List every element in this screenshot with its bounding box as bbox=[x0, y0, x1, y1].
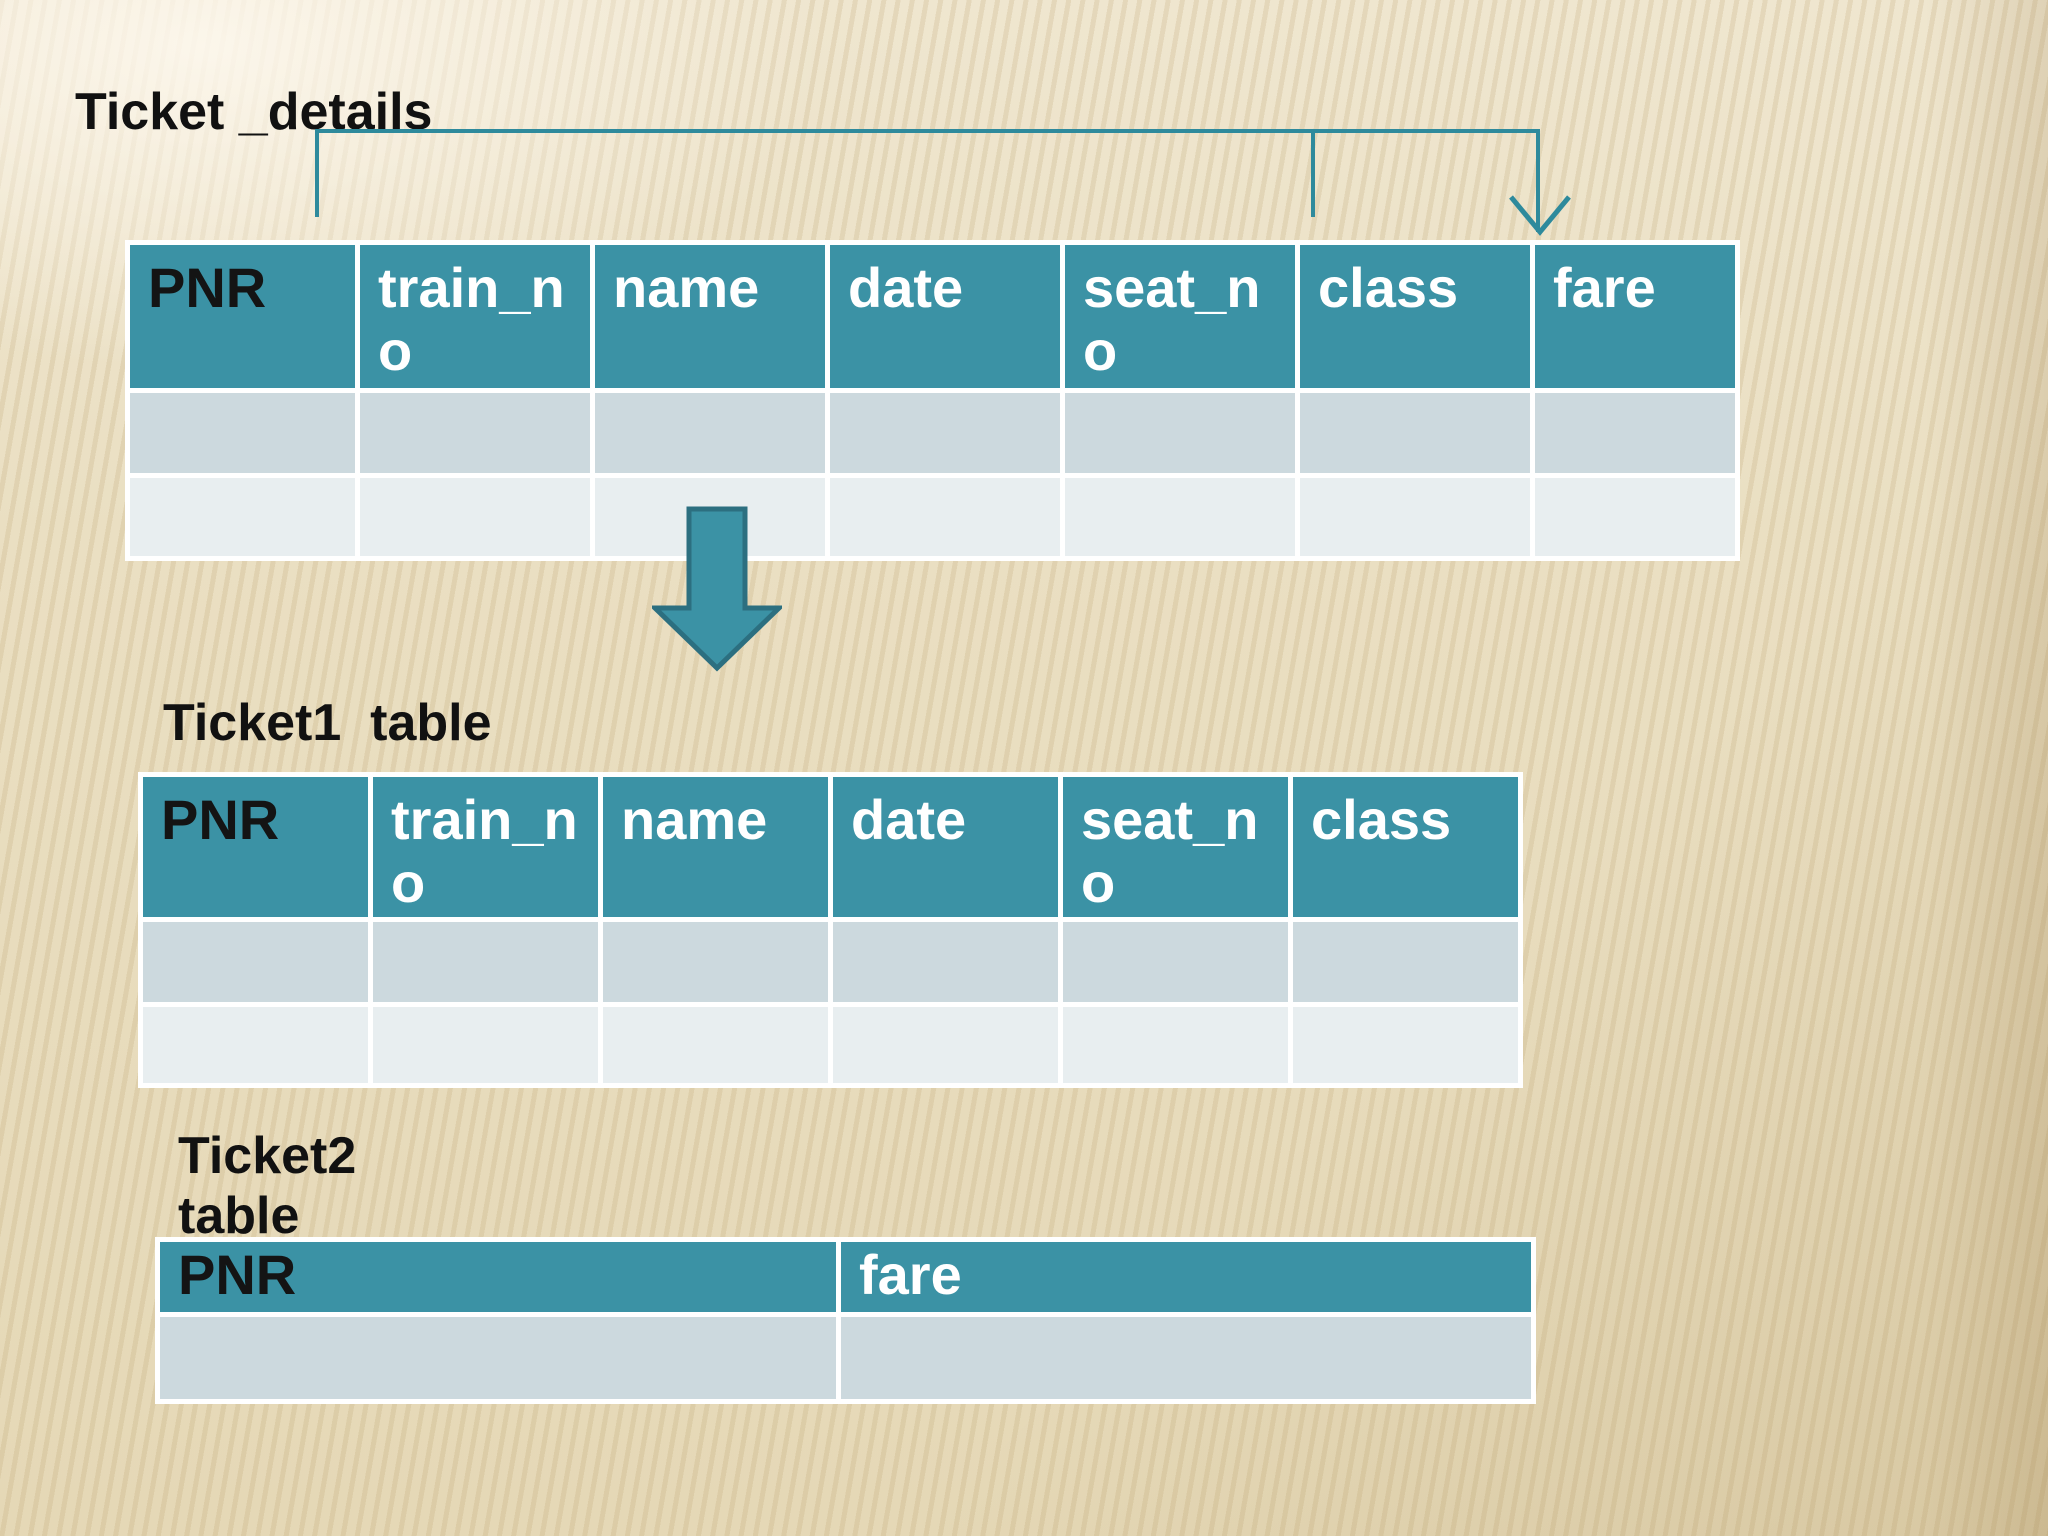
empty-cell bbox=[143, 922, 368, 1002]
empty-cell bbox=[830, 393, 1060, 473]
empty-cell bbox=[360, 478, 590, 556]
empty-cell bbox=[841, 1317, 1531, 1399]
header-cell-date: date bbox=[830, 245, 1060, 388]
empty-cell bbox=[1300, 478, 1530, 556]
empty-cell bbox=[603, 1007, 828, 1083]
header-cell-pnr: PNR bbox=[160, 1242, 836, 1312]
empty-cell bbox=[1293, 922, 1518, 1002]
ticket2-table: PNR fare bbox=[155, 1237, 1536, 1404]
header-cell-train-no: train_n o bbox=[360, 245, 590, 388]
empty-cell bbox=[1065, 393, 1295, 473]
connector-arrowhead-icon bbox=[1509, 195, 1571, 236]
ticket-details-table: PNR train_n o name date seat_n o class f… bbox=[125, 240, 1740, 561]
down-arrow-icon bbox=[652, 506, 782, 672]
empty-cell bbox=[1535, 478, 1735, 556]
header-cell-class: class bbox=[1300, 245, 1530, 388]
connector-drop-left bbox=[315, 129, 319, 217]
empty-cell bbox=[130, 478, 355, 556]
empty-cell bbox=[373, 922, 598, 1002]
slide-title: Ticket _details bbox=[75, 83, 433, 141]
header-cell-train-no: train_n o bbox=[373, 777, 598, 917]
header-cell-date: date bbox=[833, 777, 1058, 917]
connector-line-horizontal bbox=[315, 129, 1540, 133]
header-cell-seat-no: seat_n o bbox=[1063, 777, 1288, 917]
header-cell-name: name bbox=[595, 245, 825, 388]
empty-cell bbox=[1293, 1007, 1518, 1083]
header-cell-fare: fare bbox=[841, 1242, 1531, 1312]
empty-cell bbox=[833, 1007, 1058, 1083]
header-cell-class: class bbox=[1293, 777, 1518, 917]
header-cell-pnr: PNR bbox=[143, 777, 368, 917]
header-cell-pnr: PNR bbox=[130, 245, 355, 388]
empty-cell bbox=[830, 478, 1060, 556]
empty-cell bbox=[1063, 1007, 1288, 1083]
ticket1-table: PNR train_n o name date seat_n o class bbox=[138, 772, 1523, 1088]
empty-cell bbox=[130, 393, 355, 473]
empty-cell bbox=[1300, 393, 1530, 473]
empty-cell bbox=[1065, 478, 1295, 556]
connector-drop-right bbox=[1536, 129, 1540, 232]
empty-cell bbox=[833, 922, 1058, 1002]
ticket2-table-label: Ticket2 table bbox=[178, 1127, 357, 1246]
empty-cell bbox=[360, 393, 590, 473]
connector-drop-middle bbox=[1311, 129, 1315, 217]
header-cell-name: name bbox=[603, 777, 828, 917]
empty-cell bbox=[373, 1007, 598, 1083]
header-cell-seat-no: seat_n o bbox=[1065, 245, 1295, 388]
header-cell-fare: fare bbox=[1535, 245, 1735, 388]
empty-cell bbox=[1063, 922, 1288, 1002]
empty-cell bbox=[1535, 393, 1735, 473]
empty-cell bbox=[160, 1317, 836, 1399]
empty-cell bbox=[603, 922, 828, 1002]
ticket1-table-label: Ticket1 table bbox=[163, 694, 492, 752]
empty-cell bbox=[143, 1007, 368, 1083]
empty-cell bbox=[595, 393, 825, 473]
